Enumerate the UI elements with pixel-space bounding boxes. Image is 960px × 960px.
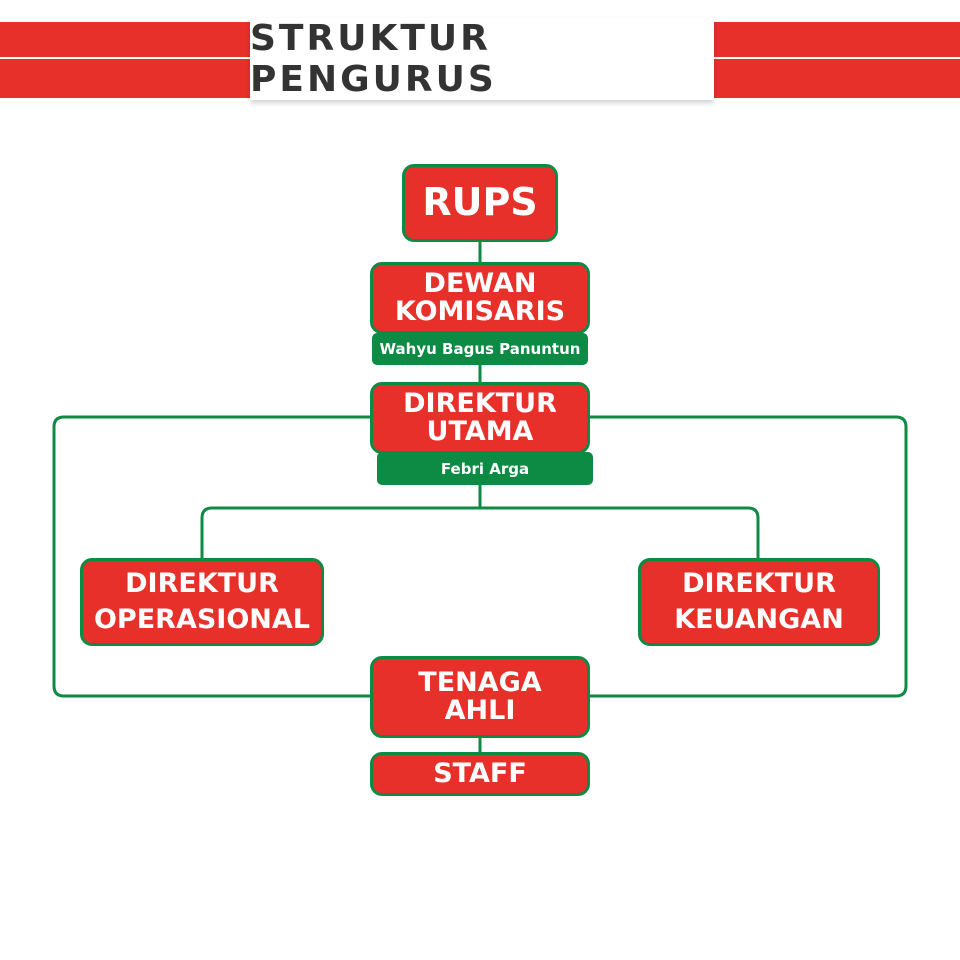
- node-tenaga-ahli: TENAGA AHLI: [370, 656, 590, 738]
- person-name: Febri Arga: [440, 459, 530, 478]
- node-label-line-2: KEUANGAN: [674, 604, 844, 635]
- name-tag-komisaris: Wahyu Bagus Panuntun: [372, 333, 588, 365]
- node-label-line-1: TENAGA: [418, 666, 542, 698]
- node-direktur-keuangan: DIREKTUR KEUANGAN: [638, 558, 880, 646]
- node-label-line-2: OPERASIONAL: [93, 604, 310, 635]
- node-rups: RUPS: [402, 164, 558, 242]
- node-label-line-1: DEWAN: [423, 267, 537, 299]
- header-divider-left: [0, 57, 250, 59]
- node-label-line-1: DIREKTUR: [403, 387, 557, 419]
- node-staff: STAFF: [370, 752, 590, 796]
- node-label-line-1: DIREKTUR: [125, 567, 279, 599]
- page-title: STRUKTUR PENGURUS: [250, 18, 497, 100]
- node-label: STAFF: [433, 757, 527, 789]
- node-label-line-2: AHLI: [444, 695, 516, 726]
- node-label: RUPS: [422, 180, 538, 225]
- name-tag-utama: Febri Arga: [377, 452, 593, 485]
- person-name: Wahyu Bagus Panuntun: [379, 340, 581, 358]
- connector-branch-directors: [200, 506, 760, 558]
- header-divider-right: [714, 57, 960, 59]
- title-box: STRUKTUR PENGURUS: [250, 18, 714, 100]
- node-direktur-utama: DIREKTUR UTAMA: [370, 382, 590, 454]
- node-label-line-2: KOMISARIS: [394, 296, 566, 327]
- node-direktur-operasional: DIREKTUR OPERASIONAL: [80, 558, 324, 646]
- node-label-line-1: DIREKTUR: [682, 567, 836, 599]
- node-dewan-komisaris: DEWAN KOMISARIS: [370, 262, 590, 334]
- connector-left-loop: [52, 415, 372, 698]
- node-label-line-2: UTAMA: [426, 416, 534, 447]
- connector-right-loop: [588, 415, 908, 698]
